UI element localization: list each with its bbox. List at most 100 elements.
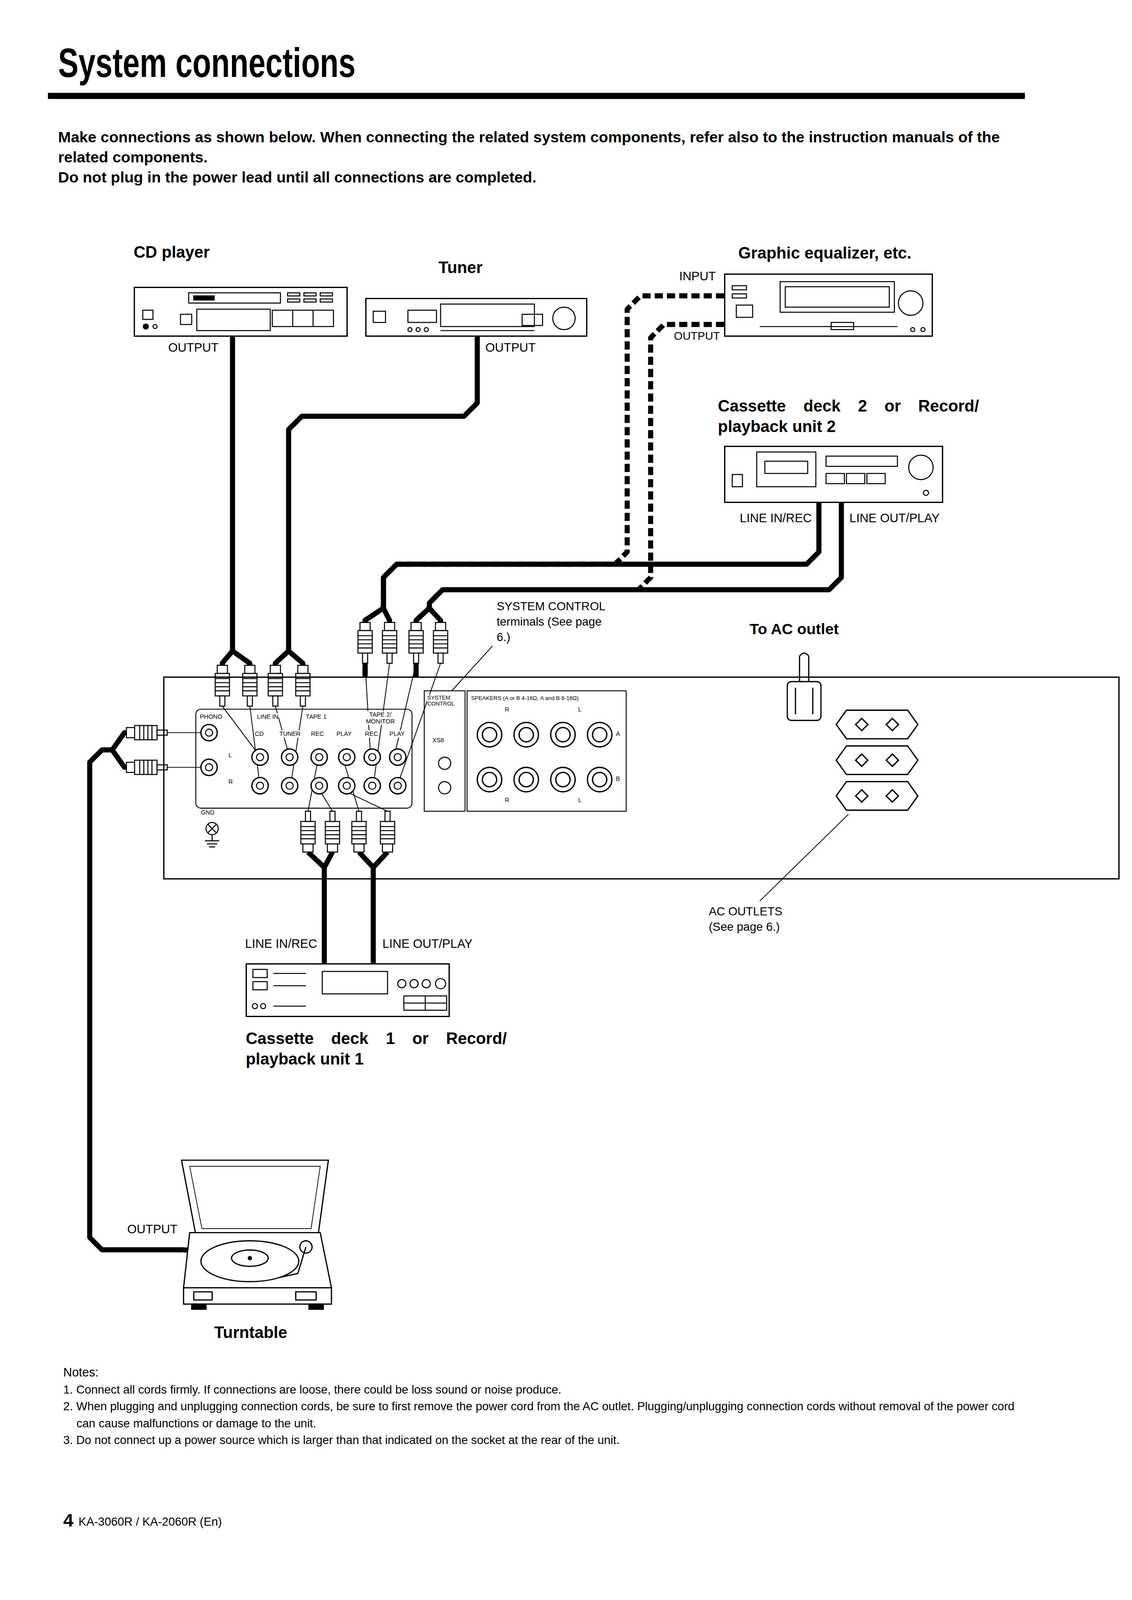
ac-outlet [836, 781, 918, 810]
page-number: 4 [63, 1509, 74, 1531]
callout-label: To AC outlet [749, 620, 839, 638]
tuner-drawing [407, 310, 437, 323]
cassette-deck-drawing [435, 978, 446, 989]
terminal-label: SYSTEM CONTROL [427, 694, 462, 708]
model-name: KA-3060R / KA-2060R (En) [78, 1514, 223, 1528]
speaker-terminal [519, 772, 534, 787]
cd-player-drawing [193, 295, 215, 300]
turntable-drawing [231, 1249, 269, 1266]
device-name: Cassette deck 1 or Record/ playback unit… [245, 1027, 507, 1069]
callout-label: SYSTEM CONTROL terminals (See page 6.) [496, 598, 611, 645]
rca-plug [382, 622, 397, 664]
cassette-deck-drawing [403, 1002, 447, 1003]
equalizer-drawing [780, 281, 895, 313]
cassette-deck-drawing [422, 979, 431, 988]
cd-player-drawing [188, 292, 281, 303]
rca-plug [325, 810, 340, 852]
cassette-deck-drawing [273, 972, 306, 974]
turntable-drawing [279, 1246, 306, 1278]
jack-label: PLAY [389, 730, 405, 737]
terminal-label: XS8 [432, 736, 444, 744]
rca-jack [200, 724, 406, 794]
cd-player-drawing [303, 299, 317, 303]
cassette-deck-drawing [252, 968, 267, 977]
equalizer-drawing [732, 293, 747, 299]
cd-player-drawing [272, 310, 334, 327]
rca-jack [389, 748, 406, 766]
equalizer-drawing [736, 304, 753, 318]
speaker-terminal [482, 727, 497, 742]
rca-jack [252, 748, 269, 766]
port-label: LINE IN/REC [739, 510, 813, 525]
leader-line [451, 645, 493, 691]
speaker-terminal [550, 767, 575, 792]
rca-plug [433, 622, 448, 664]
rca-jack [363, 748, 381, 766]
cassette-deck-drawing [732, 474, 743, 487]
cd-player-drawing [180, 313, 192, 325]
cassette-deck-drawing [397, 979, 406, 988]
rca-plug [126, 622, 448, 852]
callout-label: AC OUTLETS (See page 6.) [708, 903, 799, 935]
speaker-terminal [550, 722, 575, 747]
channel-label: R [504, 796, 510, 804]
cd-player-drawing [292, 310, 294, 327]
ac-outlet [855, 753, 869, 767]
turntable-drawing [183, 1231, 332, 1288]
cassette-deck-drawing [732, 451, 933, 496]
rca-jack [252, 777, 269, 794]
jack-label: TUNER [279, 730, 301, 737]
system-control-terminal [438, 756, 452, 794]
cable-branch [307, 851, 325, 880]
rca-jack [200, 758, 218, 775]
cassette-deck-drawing [252, 1002, 258, 1009]
tuner-drawing [416, 327, 421, 332]
turntable-drawing [183, 1287, 332, 1304]
ground-terminal [205, 839, 220, 841]
system-control-terminal [438, 781, 452, 794]
rca-plug [242, 665, 257, 707]
cassette-deck-drawing [826, 473, 845, 484]
speaker-terminal [592, 772, 607, 787]
turntable-drawing [308, 1303, 323, 1309]
turntable-drawing [200, 1240, 299, 1282]
ac-outlet [886, 753, 899, 767]
panel-frame [466, 690, 626, 812]
speaker-terminal [587, 722, 612, 747]
jack-label: CD [255, 730, 264, 737]
rca-plug [357, 622, 373, 664]
turntable-drawing [181, 1159, 332, 1309]
cd-player-drawing [320, 292, 333, 296]
rca-plug [300, 810, 315, 852]
speaker-terminal [592, 727, 607, 742]
power-plug [812, 687, 814, 714]
jack-lead [167, 662, 441, 811]
rca-jack [338, 777, 355, 794]
tuner-drawing [373, 304, 576, 332]
cassette-deck-drawing [252, 968, 447, 1010]
leader-line [759, 813, 849, 901]
speaker-terminal [513, 722, 539, 747]
ac-outlet [836, 709, 918, 739]
terminal-label: GND [200, 808, 215, 816]
speaker-set-label: B [615, 774, 621, 782]
graphic-equalizer: Graphic equalizer, etc.INPUTOUTPUT [724, 273, 933, 337]
jack-label: PLAY [336, 730, 352, 737]
ac-outlet [855, 789, 869, 802]
ac-outlet [836, 709, 918, 810]
rca-jack [310, 777, 328, 794]
system-control-terminal [438, 756, 452, 770]
jack-label: LINE IN [257, 712, 279, 720]
page-title: System connections [58, 42, 356, 84]
speaker-terminal [519, 727, 534, 742]
rca-plug [126, 759, 168, 775]
rca-jack [389, 777, 406, 794]
cd-player-drawing [196, 308, 271, 331]
power-plug [808, 655, 810, 682]
port-label: LINE IN/REC [245, 936, 318, 951]
tuner-drawing [440, 304, 535, 327]
cassette-deck-drawing [846, 473, 866, 484]
equalizer-drawing [785, 286, 890, 308]
tuner-drawing [522, 313, 543, 326]
cd-player-drawing [312, 310, 314, 327]
